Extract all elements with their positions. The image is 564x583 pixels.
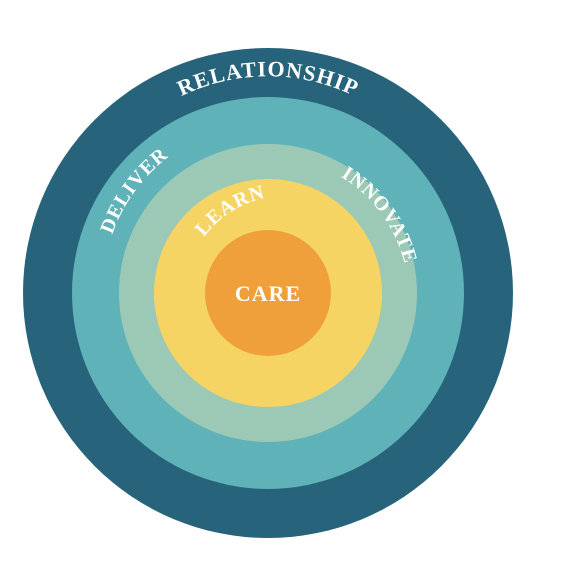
care-label: CARE [235,281,301,306]
ring-care [205,230,331,356]
